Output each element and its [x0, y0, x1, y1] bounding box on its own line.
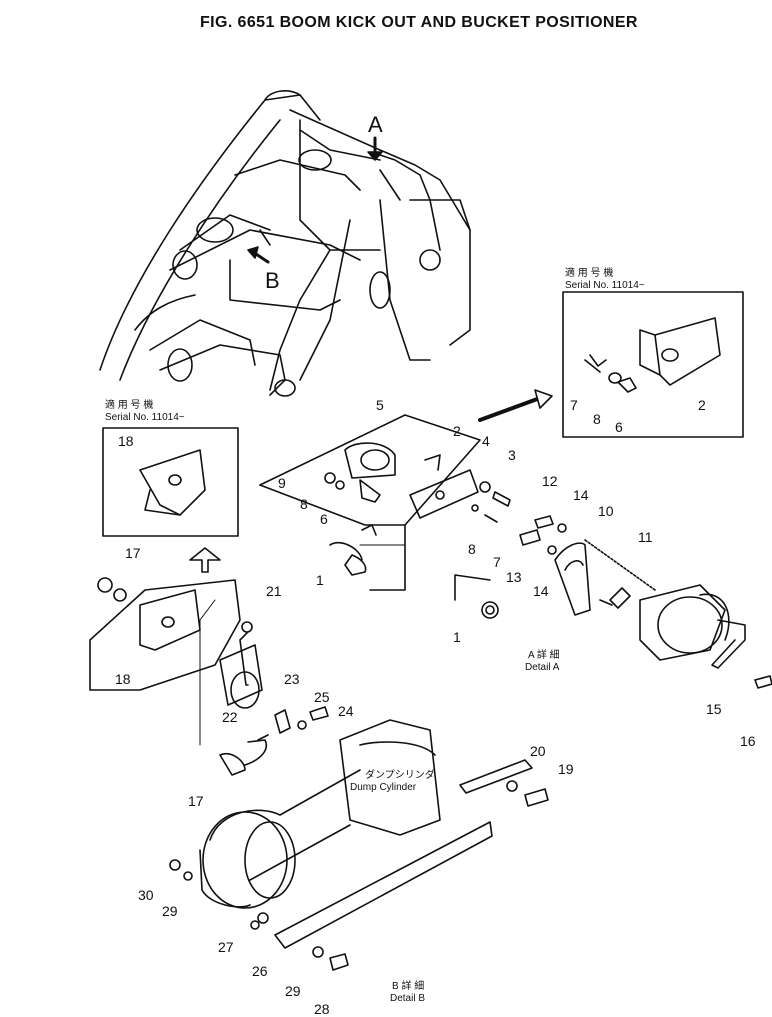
- detail-a-assembly: [259, 414, 772, 689]
- part-12-label: 12: [542, 473, 558, 489]
- serial-box-detail-b: [102, 427, 239, 537]
- part-16-label: 16: [740, 733, 756, 749]
- serial-en-1: Serial No. 11014~: [105, 412, 185, 423]
- part-17-label: 17: [188, 793, 204, 809]
- part-1-label: 1: [453, 629, 461, 645]
- detail-a-jp: A 詳 細: [528, 650, 560, 661]
- serial-box-detail-a: [562, 291, 744, 438]
- part-25-label: 25: [314, 689, 330, 705]
- part-2-label: 2: [453, 423, 461, 439]
- detail-b-en: Detail B: [390, 993, 426, 1004]
- view-a-label: A: [368, 112, 383, 137]
- dump-cylinder-en: Dump Cylinder: [350, 782, 417, 793]
- part-29-label: 29: [162, 903, 178, 919]
- part-13-label: 13: [506, 569, 522, 585]
- part-1-label: 1: [316, 572, 324, 588]
- detail-b-assembly: [89, 577, 549, 971]
- part-9-label: 9: [278, 475, 286, 491]
- detail-a-en: Detail A: [525, 662, 560, 673]
- loader-frame-drawing: [99, 90, 471, 397]
- serial-en-2: Serial No. 11014~: [565, 280, 645, 291]
- part-2-label: 2: [698, 397, 706, 413]
- part-22-label: 22: [222, 709, 238, 725]
- part-3-label: 3: [508, 447, 516, 463]
- part-7-label: 7: [493, 554, 501, 570]
- part-30-label: 30: [138, 887, 154, 903]
- serial-jp-2: 適 用 号 機: [565, 268, 614, 279]
- part-14-label: 14: [573, 487, 589, 503]
- part-8-label: 8: [593, 411, 601, 427]
- part-6-label: 6: [320, 511, 328, 527]
- part-6-label: 6: [615, 419, 623, 435]
- part-11-label: 11: [638, 529, 653, 545]
- part-18-label: 18: [118, 433, 134, 449]
- part-21-label: 21: [266, 583, 282, 599]
- part-8-label: 8: [300, 496, 308, 512]
- part-26-label: 26: [252, 963, 268, 979]
- part-14-label: 14: [533, 583, 549, 599]
- part-27-label: 27: [218, 939, 234, 955]
- part-10-label: 10: [598, 503, 614, 519]
- detail-b-jp: B 詳 細: [392, 981, 425, 992]
- figure-title: FIG. 6651 BOOM KICK OUT AND BUCKET POSIT…: [200, 14, 638, 31]
- part-8-label: 8: [468, 541, 476, 557]
- dump-cylinder-jp: ダンプシリンダ: [365, 770, 435, 781]
- part-17-label: 17: [125, 545, 141, 561]
- view-b-label: B: [265, 268, 280, 293]
- part-29-label: 29: [285, 983, 301, 999]
- part-15-label: 15: [706, 701, 722, 717]
- part-20-label: 20: [530, 743, 546, 759]
- part-18-label: 18: [115, 671, 131, 687]
- part-28-label: 28: [314, 1001, 330, 1017]
- part-24-label: 24: [338, 703, 354, 719]
- part-19-label: 19: [558, 761, 574, 777]
- part-5-label: 5: [376, 397, 384, 413]
- part-4-label: 4: [482, 433, 490, 449]
- part-23-label: 23: [284, 671, 300, 687]
- part-7-label: 7: [570, 397, 578, 413]
- serial-jp-1: 適 用 号 機: [105, 400, 154, 411]
